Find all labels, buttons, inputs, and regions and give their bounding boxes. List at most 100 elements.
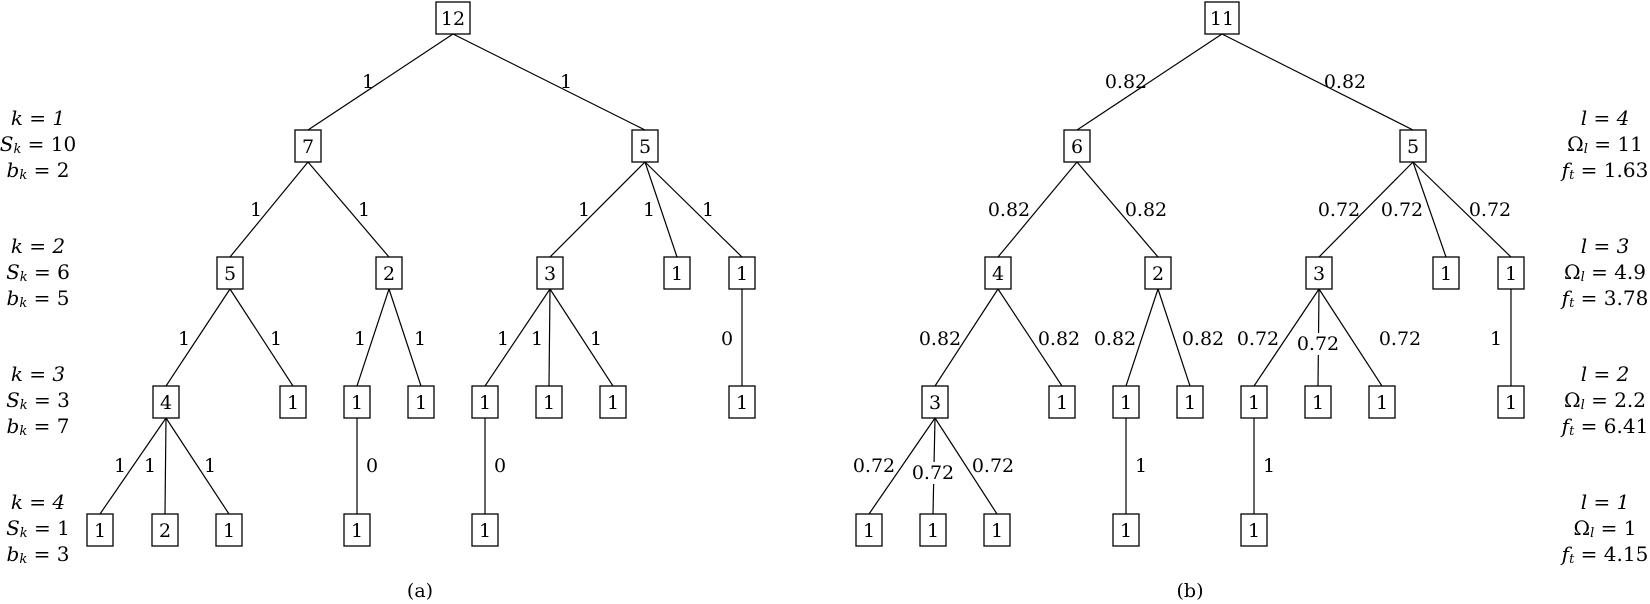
tree-b-node-value: 1 xyxy=(1248,520,1260,542)
level-omega-label: Ωl = 11 xyxy=(1567,132,1643,157)
tree-b-node-box xyxy=(1112,385,1140,419)
tree-a-node-box xyxy=(471,513,499,547)
tree-a-edge xyxy=(644,161,743,258)
tree-b-edge xyxy=(1076,161,1159,258)
tree-b-edge-label-backing xyxy=(912,462,954,484)
tree-a-node: 12 xyxy=(435,1,471,35)
tree-b-node-box xyxy=(1304,385,1332,419)
tree-b-edge-weight-label: 0.82 xyxy=(988,199,1030,221)
tree-a-edge xyxy=(549,288,614,387)
level-k-label: k = 3 xyxy=(11,362,65,386)
tree-b-edge xyxy=(1157,288,1191,387)
tree-a-node-box xyxy=(471,385,499,419)
tree-a-edge-weight-label: 1 xyxy=(250,199,262,221)
tree-b-node-value: 3 xyxy=(1313,263,1325,285)
tree-a-node-box xyxy=(536,256,564,290)
tree-b-edge-weight-label: 0.82 xyxy=(919,328,961,350)
tree-a-node: 1 xyxy=(86,513,114,547)
tree-a-edge xyxy=(548,288,551,387)
level-s-label: Sk = 1 xyxy=(6,516,70,541)
tree-a-edge-weight-label: 1 xyxy=(531,328,543,350)
tree-a-edge xyxy=(549,161,646,258)
tree-a-node: 5 xyxy=(216,256,244,290)
tree-a-edge-weight-label: 1 xyxy=(114,455,126,477)
level-omega-label: Ωl = 4.9 xyxy=(1564,260,1646,285)
tree-a-node-box xyxy=(215,513,243,547)
level-omega-label: Ωl = 1 xyxy=(1574,516,1637,541)
tree-b-node: 1 xyxy=(1240,385,1268,419)
tree-a-node-box xyxy=(152,385,180,419)
tree-a-level-2-annotation: k = 2 Sk = 6 bk = 5 xyxy=(6,234,70,311)
tree-b-level-annotations: l = 4 Ωl = 11 ft = 1.63 l = 3 Ωl = 4.9 f… xyxy=(1560,106,1649,567)
tree-a-node: 1 xyxy=(471,513,499,547)
tree-b-node-box xyxy=(1176,385,1204,419)
tree-b-edge xyxy=(1253,288,1320,387)
tree-a-edge-weight-label: 1 xyxy=(362,71,374,93)
tree-a-node-value: 12 xyxy=(441,8,465,30)
level-omega-label: Ωl = 2.2 xyxy=(1564,388,1646,413)
tree-b-edge xyxy=(1125,288,1159,387)
tree-b-edge-weight-label: 1 xyxy=(1135,455,1147,477)
tree-a-node: 2 xyxy=(375,256,403,290)
tree-a-node-box xyxy=(343,513,371,547)
tree-a-edge-weight-label: 1 xyxy=(643,199,655,221)
tree-b-node-box xyxy=(1368,385,1396,419)
tree-b-node-value: 1 xyxy=(927,520,939,542)
level-b-label: bk = 3 xyxy=(7,542,70,567)
tree-b-node-value: 1 xyxy=(1248,392,1260,414)
tree-a-edge-weight-label: 1 xyxy=(578,199,590,221)
level-l-label: l = 3 xyxy=(1581,234,1630,258)
tree-b-node-value: 1 xyxy=(1312,392,1324,414)
tree-b-node-box xyxy=(1399,129,1427,163)
tree-a-edge-weight-label: 1 xyxy=(144,455,156,477)
tree-a-edge xyxy=(356,288,390,387)
tree-b-node: 1 xyxy=(1048,385,1076,419)
tree-a-node-value: 3 xyxy=(544,263,556,285)
tree-a-node: 7 xyxy=(294,129,322,163)
tree-b-node-value: 1 xyxy=(1120,520,1132,542)
tree-a-node-box xyxy=(375,256,403,290)
tree-b-node: 3 xyxy=(921,385,949,419)
tree-a-node: 1 xyxy=(728,256,756,290)
tree-b-edge xyxy=(997,288,1063,387)
tree-a-node-value: 1 xyxy=(415,392,427,414)
tree-b-node-value: 1 xyxy=(863,520,875,542)
level-l-label: l = 2 xyxy=(1581,362,1630,386)
tree-b-node-box xyxy=(855,513,883,547)
tree-a-level-4-annotation: k = 4 Sk = 1 bk = 3 xyxy=(6,490,70,567)
tree-a-node-value: 1 xyxy=(479,520,491,542)
level-s-label: Sk = 3 xyxy=(6,388,70,413)
tree-a-node-value: 1 xyxy=(351,520,363,542)
tree-b-node-box xyxy=(1240,385,1268,419)
tree-a-node: 1 xyxy=(728,385,756,419)
tree-a-node-box xyxy=(151,513,179,547)
tree-b-edge-weight-label: 1 xyxy=(1263,455,1275,477)
tree-b-node: 1 xyxy=(1176,385,1204,419)
tree-b-edge-weight-label: 0.82 xyxy=(1038,328,1080,350)
tree-b-node-value: 6 xyxy=(1071,136,1083,158)
tree-a-edge-weight-label: 0 xyxy=(721,328,733,350)
tree-a-node-box xyxy=(631,129,659,163)
tree-b-edge-label-backing xyxy=(1297,333,1339,355)
tree-b-node-value: 11 xyxy=(1210,8,1234,30)
tree-b-edge-weight-label: 0.72 xyxy=(1379,328,1421,350)
tree-b-node-value: 1 xyxy=(1505,263,1517,285)
tree-b-edge-weight-label: 0.72 xyxy=(1297,333,1339,355)
tree-a-node-box xyxy=(535,385,563,419)
tree-a-node-value: 2 xyxy=(383,263,395,285)
tree-b-edge-weight-label: 0.72 xyxy=(1469,199,1511,221)
tree-a-edge-weight-label: 1 xyxy=(354,328,366,350)
tree-b-node-box xyxy=(1497,256,1525,290)
tree-b-edge-weight-label: 1 xyxy=(1490,328,1502,350)
tree-a-node-value: 4 xyxy=(160,392,172,414)
tree-a-node-value: 1 xyxy=(736,263,748,285)
tree-a-edge xyxy=(644,161,678,258)
tree-a-edge xyxy=(165,288,231,387)
tree-b-edge xyxy=(868,417,936,515)
tree-b-caption: (b) xyxy=(1177,580,1204,602)
tree-b-node-value: 1 xyxy=(991,520,1003,542)
tree-a-node-value: 1 xyxy=(671,263,683,285)
tree-b-node: 1 xyxy=(1497,385,1525,419)
level-b-label: bk = 5 xyxy=(7,286,70,311)
